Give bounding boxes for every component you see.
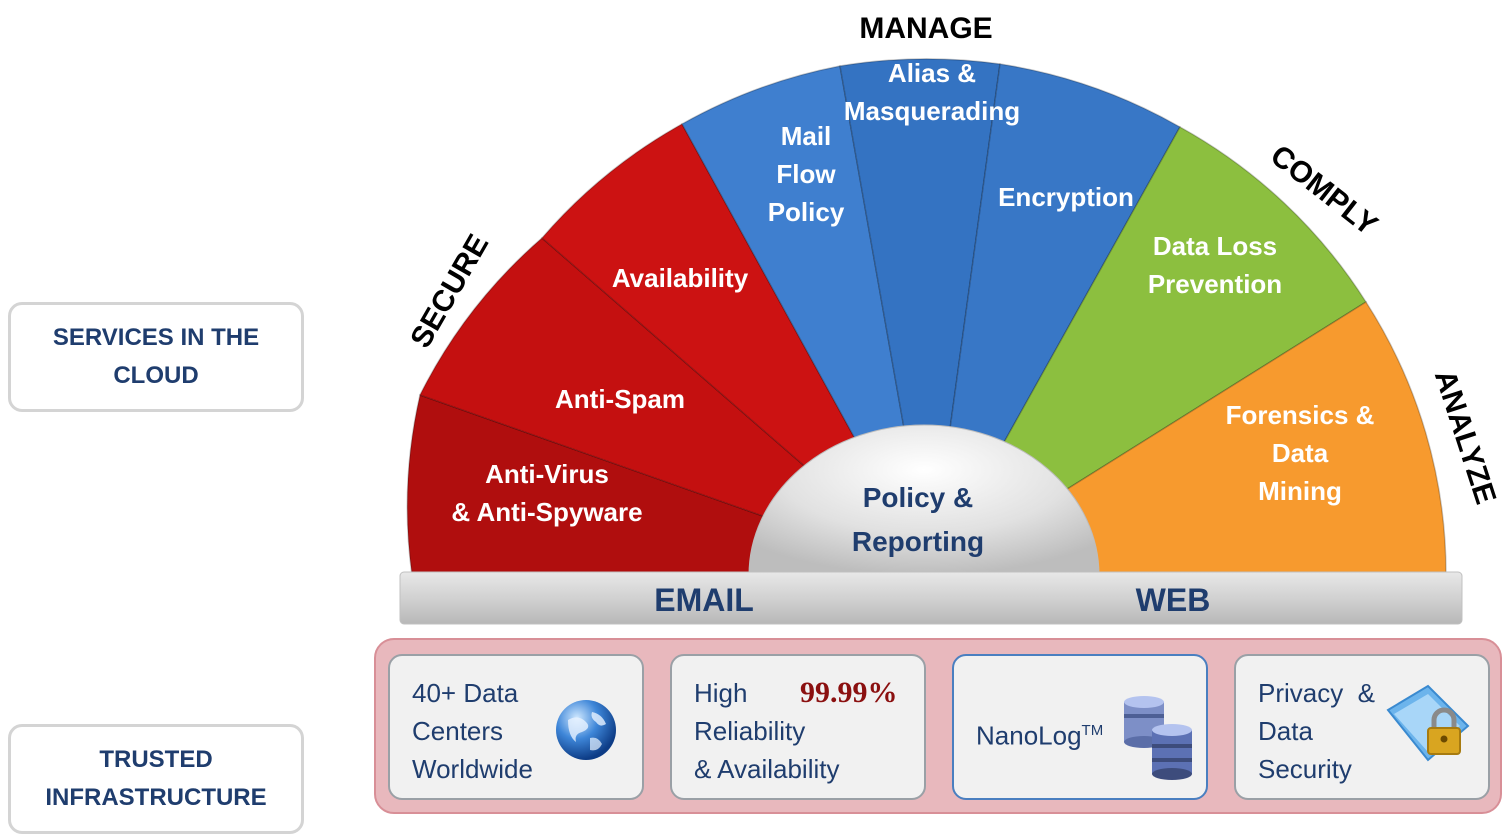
services-fan-diagram: Anti-Virus & Anti-Spyware Anti-Spam Availab… <box>399 12 1502 625</box>
nanolog-label: NanoLog <box>976 720 1082 751</box>
privacy-line2: Data <box>1258 716 1313 746</box>
segment-label-forensics-data-mining: Forensics & <box>1226 400 1375 430</box>
data-centers-line3: Worldwide <box>412 754 533 784</box>
segment-label-anti-virus: Anti-Virus <box>485 459 609 489</box>
segment-label-data-loss-prevention: Data Loss <box>1153 231 1277 261</box>
segment-label-alias-masquerading: Alias & <box>888 58 976 88</box>
policy-reporting-hub <box>748 424 1100 576</box>
trusted-label-line1: TRUSTED <box>99 746 213 773</box>
database-icon <box>1124 696 1192 780</box>
email-web-bar <box>399 571 1463 625</box>
segment-label-anti-spam: Anti-Spam <box>555 384 685 414</box>
segment-label-mail-flow-policy: Flow <box>776 159 836 189</box>
reliability-line3: & Availability <box>694 754 840 784</box>
segment-label-forensics-data-mining: Mining <box>1258 476 1342 506</box>
segment-label-data-loss-prevention: Prevention <box>1148 269 1282 299</box>
services-in-the-cloud-box: SERVICES IN THE CLOUD <box>8 302 304 412</box>
privacy-line3: Security <box>1258 754 1352 784</box>
infra-card-reliability: High Reliability & Availability 99.99% <box>670 654 926 800</box>
segment-label-availability: Availability <box>612 263 749 293</box>
segment-label-mail-flow-policy: Policy <box>768 197 845 227</box>
data-centers-line2: Centers <box>412 716 504 746</box>
reliability-line2: Reliability <box>694 716 806 746</box>
trusted-label-line2: INFRASTRUCTURE <box>45 784 267 811</box>
segment-label-mail-flow-policy: Mail <box>781 121 832 151</box>
policy-reporting-line2: Reporting <box>852 526 984 557</box>
segment-label-anti-virus: & Anti-Spyware <box>451 497 642 527</box>
segment-label-forensics-data-mining: Data <box>1272 438 1329 468</box>
privacy-line1: Privacy & <box>1258 678 1376 708</box>
web-label: WEB <box>1136 582 1211 618</box>
segment-alias-masquerading <box>839 58 1001 576</box>
reliability-line1: High <box>694 678 748 708</box>
trademark-mark: TM <box>1081 722 1104 739</box>
segment-label-alias-masquerading: Masquerading <box>844 96 1020 126</box>
lock-folder-icon <box>1386 684 1470 762</box>
policy-reporting-line1: Policy & <box>863 482 973 513</box>
infra-card-data-centers: 40+ Data Centers Worldwide <box>388 654 644 800</box>
data-centers-line1: 40+ Data <box>412 678 519 708</box>
infra-card-nanolog: NanoLogTM <box>952 654 1208 800</box>
services-label-line2: CLOUD <box>113 362 199 389</box>
globe-icon <box>556 700 616 760</box>
infra-card-privacy: Privacy & Data Security <box>1234 654 1490 800</box>
uptime-badge: 99.99% <box>800 676 898 709</box>
services-label-line1: SERVICES IN THE <box>52 324 260 351</box>
segment-label-encryption: Encryption <box>998 182 1134 212</box>
trusted-infrastructure-box: TRUSTED INFRASTRUCTURE <box>8 724 304 834</box>
manage-category-label: MANAGE <box>859 12 992 45</box>
email-label: EMAIL <box>654 582 754 618</box>
